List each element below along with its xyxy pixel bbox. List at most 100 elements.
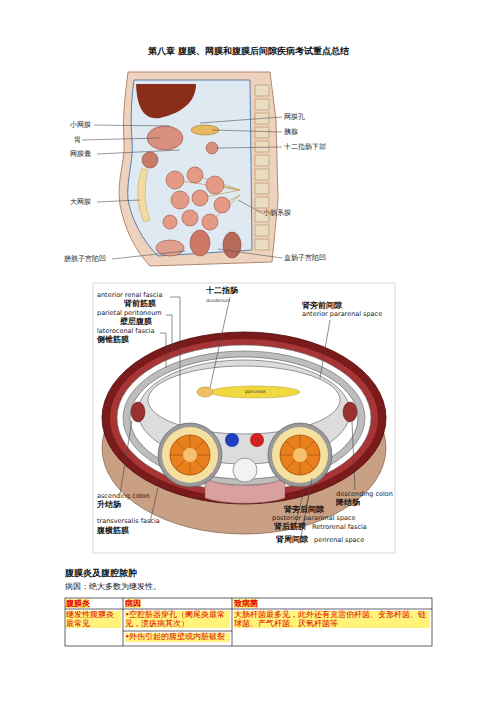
renal-pelvis xyxy=(293,448,307,462)
muscle-layer xyxy=(110,339,378,497)
part-label: 网膜囊 xyxy=(70,150,91,158)
leader-line xyxy=(94,125,170,126)
table-border xyxy=(65,598,432,646)
english-label: posterior pararenal space xyxy=(272,515,356,522)
transverse-colon xyxy=(142,152,158,168)
part-label: 十二指肠下部 xyxy=(284,143,326,151)
table-cell: •空腔脏器穿孔（阑尾炎最常见，溃疡病其次） xyxy=(125,611,230,628)
small-intestine xyxy=(163,167,230,230)
vertebra xyxy=(255,169,269,180)
english-label: lateroconal fascia xyxy=(97,328,154,335)
table-rule xyxy=(123,631,232,632)
intestine-loop xyxy=(171,191,189,209)
vertebra xyxy=(255,183,269,194)
descending-colon xyxy=(343,402,357,422)
liver xyxy=(136,84,196,118)
duodenum xyxy=(206,142,218,154)
part-label: 直肠子宫陷凹 xyxy=(284,254,326,262)
skin-layer xyxy=(102,332,386,504)
vertebra xyxy=(255,197,269,208)
renal-fascia xyxy=(268,423,332,487)
chinese-label: 腹横筋膜 xyxy=(97,527,129,536)
vertebra xyxy=(255,141,269,152)
table-grid xyxy=(65,598,432,646)
chinese-label: 肾旁后间隙 xyxy=(284,506,324,515)
transversalis-fascia xyxy=(117,345,371,491)
intestine-loop xyxy=(163,215,177,229)
english-label: anterior pararenal space xyxy=(302,311,382,318)
page-title: 第八章 腹膜、网膜和腹膜后间隙疾病考试重点总结 xyxy=(148,46,349,56)
leader-line xyxy=(166,315,172,352)
table-header: 病因 xyxy=(125,599,141,608)
leader-line xyxy=(217,147,282,148)
rectum xyxy=(223,232,241,258)
part-label: 胰腺 xyxy=(284,128,298,136)
leader-line xyxy=(200,117,282,123)
chinese-label: 降结肠 xyxy=(336,499,360,508)
peritoneal-cavity xyxy=(128,80,252,256)
table-rule xyxy=(65,609,432,610)
vertebra xyxy=(255,127,269,138)
chinese-label: 十二指肠 xyxy=(206,287,238,296)
section-heading: 腹膜炎及腹腔脓肿 xyxy=(65,568,137,578)
table-cell: •外伤引起的腹壁或内脏破裂 xyxy=(125,633,230,642)
english-label: ascending colon xyxy=(97,493,150,500)
english-label: perirenal space xyxy=(314,537,364,544)
chinese-label: 肾前筋膜 xyxy=(124,300,156,309)
leader-line xyxy=(150,488,158,522)
aorta xyxy=(250,433,264,447)
table-rule xyxy=(232,598,233,646)
english-label: Retrorenal fascia xyxy=(312,524,367,531)
renal-pelvis xyxy=(183,448,197,462)
chinese-label: 肾旁前间隙 xyxy=(302,302,342,311)
leader-line xyxy=(170,297,180,425)
greater-omentum xyxy=(138,168,150,222)
leader-line xyxy=(112,251,185,259)
leader-lines xyxy=(82,117,282,259)
table-header: 腹膜炎 xyxy=(66,599,90,608)
english-label: pancreas xyxy=(245,389,266,394)
leader-line xyxy=(320,320,330,378)
part-label: 胃 xyxy=(74,136,81,144)
leader-lines xyxy=(120,297,355,542)
figure-frame xyxy=(93,283,395,553)
intestine-loop xyxy=(166,171,184,189)
vertebra xyxy=(255,239,269,250)
english-label: parietal peritoneum xyxy=(97,310,162,317)
part-label: 膀胱子宫陷凹 xyxy=(64,255,106,263)
part-label: 小肠系膜 xyxy=(263,209,291,217)
renal-fascia xyxy=(158,423,222,487)
leader-line xyxy=(238,200,262,213)
spine xyxy=(255,85,269,250)
table-rule xyxy=(123,598,124,646)
leader-line xyxy=(97,200,140,202)
intestine-loop xyxy=(192,190,208,206)
chinese-label: 升结肠 xyxy=(97,501,121,510)
pancreas xyxy=(210,386,300,398)
intestine-loop xyxy=(202,214,218,230)
english-label: descending colon xyxy=(336,491,393,498)
leader-line xyxy=(210,297,230,388)
inferior-vena-cava xyxy=(225,433,239,447)
leader-line xyxy=(120,420,132,494)
leader-line xyxy=(160,333,166,368)
chinese-label: 肾周间隙 xyxy=(276,536,308,545)
chinese-label: 肾后筋膜 xyxy=(274,523,306,532)
leader-line xyxy=(97,150,180,154)
peritoneal-cavity xyxy=(148,366,340,434)
body-outline xyxy=(119,72,278,266)
vertebra xyxy=(233,458,257,482)
vertebra xyxy=(255,99,269,110)
table-cell: 大肠杆菌最多见，此外还有克雷伯杆菌、变形杆菌、链球菌、产气杆菌、厌氧杆菌等 xyxy=(234,611,430,628)
duodenum xyxy=(197,387,213,397)
leader-line xyxy=(352,422,355,490)
part-label: 网膜孔 xyxy=(284,113,305,121)
vertebra xyxy=(255,225,269,236)
vertebra xyxy=(255,85,269,96)
english-label: transversalis fascia xyxy=(97,518,160,525)
ascending-colon xyxy=(131,402,145,422)
chinese-label: 侧锥筋膜 xyxy=(97,336,129,345)
intestine-loop xyxy=(206,176,224,194)
chinese-label: 壁层腹膜 xyxy=(120,318,152,327)
leader-line xyxy=(82,138,160,140)
